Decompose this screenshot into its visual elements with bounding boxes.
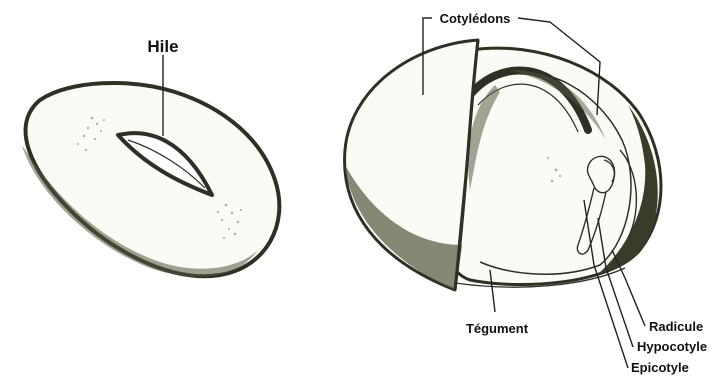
opened-seed [345,18,661,368]
whole-seed-outline [26,83,280,276]
whole-seed [22,55,279,277]
label-cotyledons: Cotylédons [440,11,511,26]
label-hile: Hile [147,37,178,56]
label-epicotyle: Epicotyle [631,360,689,375]
label-tegument: Tégument [466,321,529,336]
label-radicule: Radicule [649,319,703,334]
label-hypocotyle: Hypocotyle [637,339,707,354]
